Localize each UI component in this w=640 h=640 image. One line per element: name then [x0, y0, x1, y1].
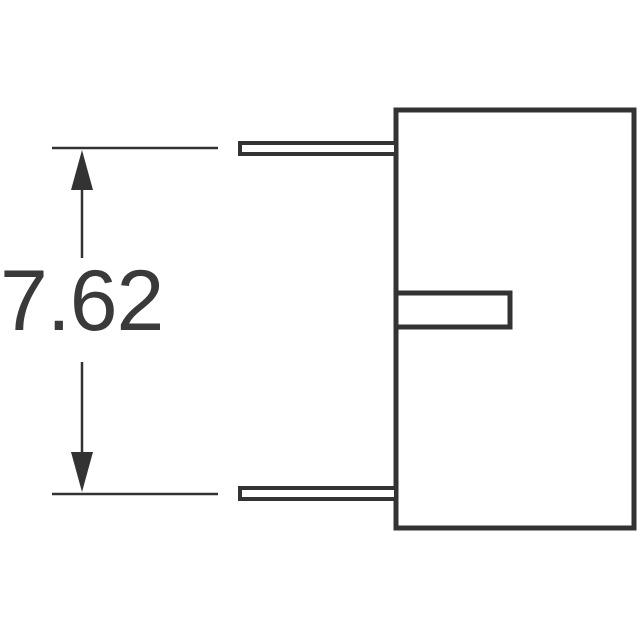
top-lead: [238, 141, 398, 156]
top-arrowhead: [71, 150, 93, 190]
bottom-arrowhead: [71, 452, 93, 492]
dimension-label: 7.62: [0, 258, 210, 344]
center-tab: [393, 290, 513, 330]
bottom-lead: [238, 486, 398, 501]
